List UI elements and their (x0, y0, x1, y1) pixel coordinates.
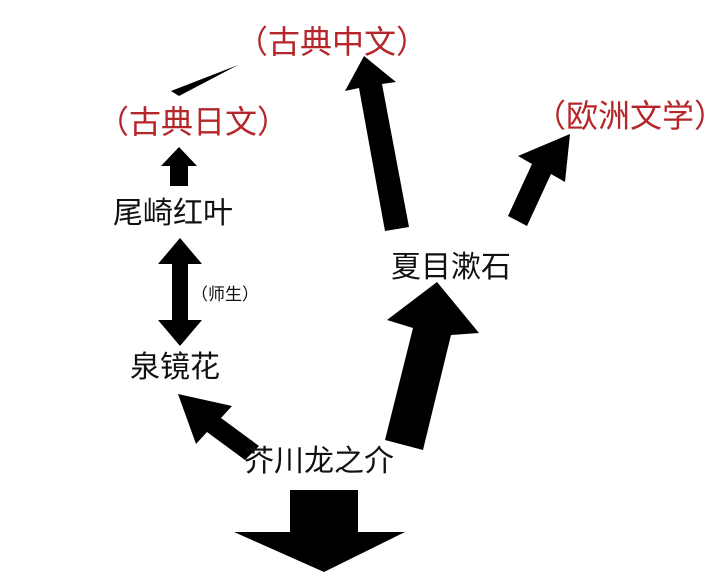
arrow-down-large (234, 490, 405, 572)
node-natsume-soseki: 夏目漱石 (391, 250, 511, 285)
arrow-japanese-to-chinese (171, 65, 238, 96)
node-european-literature: （欧洲文学） (534, 97, 720, 135)
arrow-akutagawa-to-kyoka (178, 394, 259, 460)
arrow-koyo-to-japanese (161, 147, 197, 186)
arrow-akutagawa-to-soseki (385, 282, 479, 450)
node-akutagawa: 芥川龙之介 (244, 444, 394, 479)
node-teacher-student-label: （师生） (191, 285, 259, 305)
node-izumi-kyoka: 泉镜花 (130, 350, 220, 385)
arrow-soseki-to-european (508, 134, 570, 226)
node-classical-chinese: （古典中文） (236, 23, 429, 61)
arrow-soseki-to-chinese (345, 56, 409, 231)
node-classical-japanese: （古典日文） (97, 103, 290, 141)
node-ozaki-koyo: 尾崎红叶 (113, 196, 233, 231)
arrow-koyo-kyoka-double (158, 238, 202, 346)
